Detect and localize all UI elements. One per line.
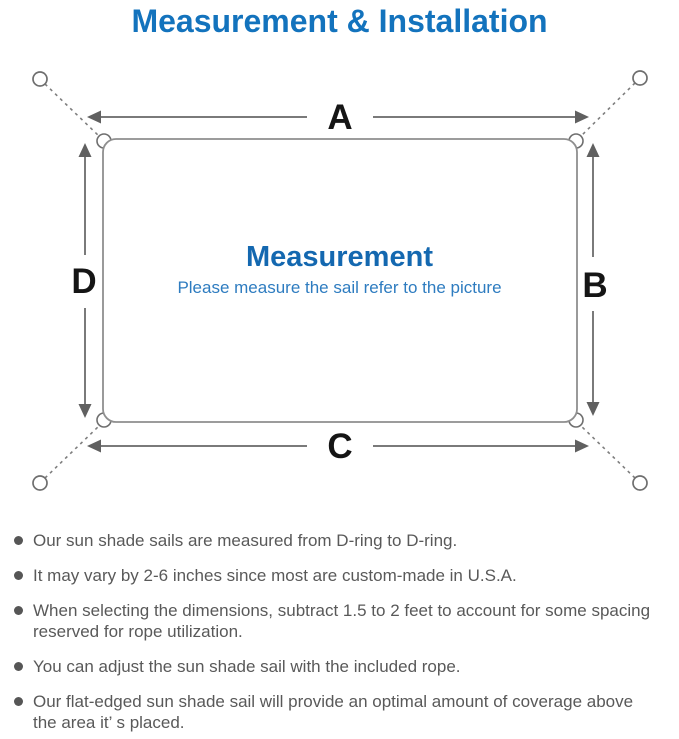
dim-arrowhead-top-left bbox=[87, 110, 101, 124]
note-text: When selecting the dimensions, subtract … bbox=[33, 601, 651, 641]
anchor-ring-icon-bottom-left bbox=[32, 475, 48, 491]
measurement-subtitle: Please measure the sail refer to the pic… bbox=[177, 278, 502, 297]
sail-outline bbox=[102, 138, 578, 423]
note-text: Our flat-edged sun shade sail will provi… bbox=[33, 692, 634, 732]
dimension-label-d: D bbox=[71, 262, 96, 301]
anchor-ring-icon-top-right bbox=[632, 70, 648, 86]
bullet-icon bbox=[14, 606, 23, 615]
anchor-ring-icon-top-left bbox=[32, 71, 48, 87]
dim-arrowhead-bottom-right bbox=[575, 439, 589, 453]
dim-arrowhead-left-down bbox=[78, 404, 92, 418]
tether-line-top-left bbox=[44, 83, 101, 138]
tether-line-bottom-right bbox=[579, 424, 636, 479]
dim-arrowhead-right-down bbox=[586, 402, 600, 416]
dimension-label-c: C bbox=[327, 427, 352, 466]
note-item: Our flat-edged sun shade sail will provi… bbox=[12, 691, 667, 733]
measurement-heading: Measurement bbox=[246, 241, 433, 273]
tether-line-top-right bbox=[579, 82, 636, 138]
note-item: You can adjust the sun shade sail with t… bbox=[12, 656, 667, 677]
bullet-icon bbox=[14, 536, 23, 545]
dimension-label-b: B bbox=[582, 266, 607, 305]
note-item: Our sun shade sails are measured from D-… bbox=[12, 530, 667, 551]
bullet-icon bbox=[14, 662, 23, 671]
dim-arrowhead-bottom-left bbox=[87, 439, 101, 453]
dim-arrowhead-top-right bbox=[575, 110, 589, 124]
diagram-canvas: A C D B bbox=[32, 70, 648, 491]
tether-line-bottom-left bbox=[44, 424, 101, 479]
note-text: You can adjust the sun shade sail with t… bbox=[33, 657, 461, 676]
dim-arrowhead-left-up bbox=[78, 143, 92, 157]
diagram-center-text: Measurement Please measure the sail refe… bbox=[0, 241, 679, 299]
bullet-icon bbox=[14, 697, 23, 706]
note-text: Our sun shade sails are measured from D-… bbox=[33, 531, 458, 550]
bullet-icon bbox=[14, 571, 23, 580]
page-title: Measurement & Installation bbox=[131, 3, 548, 39]
note-item: When selecting the dimensions, subtract … bbox=[12, 600, 667, 642]
note-text: It may vary by 2-6 inches since most are… bbox=[33, 566, 517, 585]
note-item: It may vary by 2-6 inches since most are… bbox=[12, 565, 667, 586]
dimension-label-a: A bbox=[327, 98, 352, 137]
dim-arrowhead-right-up bbox=[586, 143, 600, 157]
notes-list: Our sun shade sails are measured from D-… bbox=[12, 530, 667, 739]
measurement-diagram: A C D B Measurement Please measure the s… bbox=[0, 45, 679, 505]
anchor-ring-icon-bottom-right bbox=[632, 475, 648, 491]
